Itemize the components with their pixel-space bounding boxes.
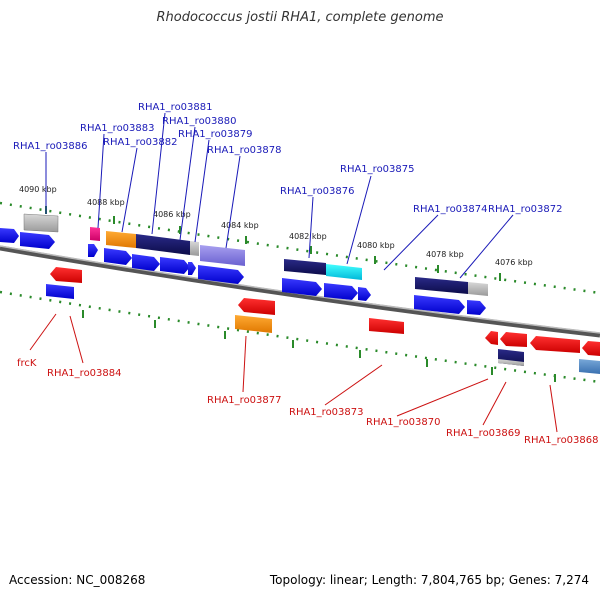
feature-orange-top[interactable] [106,231,136,248]
gene-arrow-forward-3[interactable] [88,244,98,257]
gene-arrow-forward-2[interactable] [20,232,55,249]
scale-label-4076: 4076 kbp [495,258,533,267]
gene-label-ro03876[interactable]: RHA1_ro03876 [280,186,355,197]
gene-label-ro03870[interactable]: RHA1_ro03870 [366,417,441,428]
gene-label-ro03875[interactable]: RHA1_ro03875 [340,164,415,175]
scale-label-4078: 4078 kbp [426,250,464,259]
gene-block-steel[interactable] [579,359,600,374]
feature-navy-right[interactable] [415,277,488,296]
gene-label-ro03873[interactable]: RHA1_ro03873 [289,407,364,418]
scale-label-4088: 4088 kbp [87,198,125,207]
gene-block-orange-lower[interactable] [235,315,272,333]
accession-text: Accession: NC_008268 [9,573,146,587]
gene-label-ro03881[interactable]: RHA1_ro03881 [138,102,213,113]
gene-block-blue-lower[interactable] [46,284,74,299]
genome-title: Rhodococcus jostii RHA1, complete genome [156,10,444,25]
feature-lavender[interactable] [200,245,245,266]
feature-gray-top-left[interactable] [23,213,59,233]
leader-lines-top [45,112,514,279]
feature-navy-top[interactable] [136,234,199,256]
scale-label-4082: 4082 kbp [289,232,327,241]
gene-label-ro03886[interactable]: RHA1_ro03886 [13,141,88,152]
gene-label-ro03884[interactable]: RHA1_ro03884 [47,368,122,379]
gene-arrow-reverse-1[interactable] [50,267,82,283]
gene-label-frck[interactable]: frcK [17,358,37,369]
gene-block-red-mid[interactable] [369,318,404,334]
feature-navy-mid[interactable] [284,259,326,275]
gene-label-ro03882[interactable]: RHA1_ro03882 [103,137,178,148]
gene-label-ro03878[interactable]: RHA1_ro03878 [207,145,282,156]
feature-cyan[interactable] [326,264,362,280]
gene-label-ro03869[interactable]: RHA1_ro03869 [446,428,521,439]
gene-arrow-reverse-6[interactable] [582,341,600,356]
gene-label-ro03868[interactable]: RHA1_ro03868 [524,435,599,446]
gene-label-ro03874[interactable]: RHA1_ro03874 [413,204,488,215]
gene-arrow-forward-5[interactable] [132,254,160,271]
gene-arrow-reverse-4[interactable] [500,332,527,347]
leader-lines-bottom [29,313,558,433]
gene-arrow-reverse-3[interactable] [485,331,498,345]
gene-label-ro03877[interactable]: RHA1_ro03877 [207,395,282,406]
gene-arrow-forward-9[interactable] [282,278,322,296]
feature-magenta[interactable] [90,227,100,241]
gene-label-ro03872[interactable]: RHA1_ro03872 [488,204,563,215]
gene-arrow-forward-1[interactable] [0,228,19,243]
scale-label-4086: 4086 kbp [153,210,191,219]
gene-arrow-forward-8[interactable] [198,265,244,284]
scale-track-bottom [0,290,600,384]
gene-arrow-forward-6[interactable] [160,257,190,274]
gene-label-ro03880[interactable]: RHA1_ro03880 [162,116,237,127]
scale-label-4090: 4090 kbp [19,185,57,194]
gene-arrow-forward-13[interactable] [467,300,486,315]
scale-label-4084: 4084 kbp [221,221,259,230]
gene-arrow-forward-11[interactable] [358,287,371,301]
gene-arrow-forward-7[interactable] [188,262,196,275]
gene-arrow-forward-12[interactable] [414,295,465,314]
gene-label-ro03879[interactable]: RHA1_ro03879 [178,129,253,140]
gene-label-ro03883[interactable]: RHA1_ro03883 [80,123,155,134]
gene-arrow-reverse-2[interactable] [238,298,275,315]
reverse-genes [46,267,600,374]
scale-label-4080: 4080 kbp [357,241,395,250]
forward-genes [0,228,486,315]
genome-summary-text: Topology: linear; Length: 7,804,765 bp; … [269,573,589,587]
gene-arrow-forward-4[interactable] [104,248,132,265]
gene-arrow-forward-10[interactable] [324,283,358,300]
gene-arrow-reverse-5[interactable] [530,336,580,353]
